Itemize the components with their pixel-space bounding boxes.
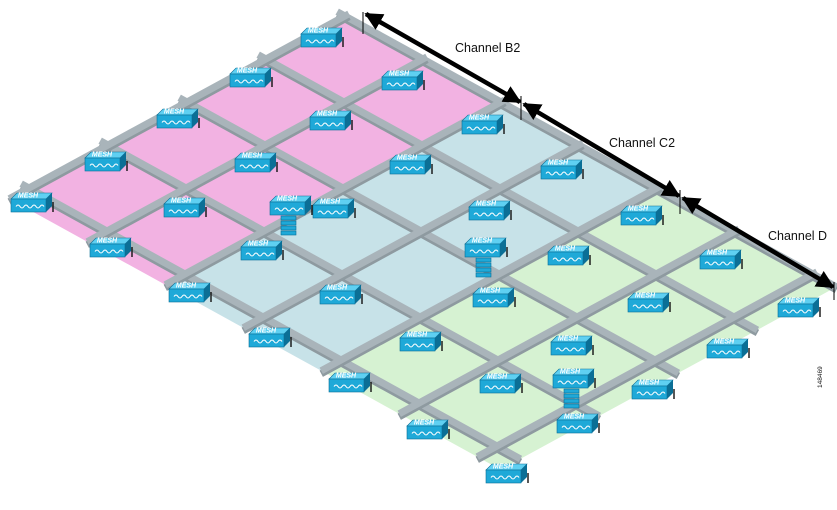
svg-text:MESH: MESH [327, 285, 348, 292]
mesh-ap-17: MESH [163, 198, 207, 218]
svg-text:MESH: MESH [639, 380, 660, 387]
mesh-ap-30: MESH [406, 420, 450, 440]
svg-text:MESH: MESH [714, 339, 735, 346]
figure-id: 148469 [817, 366, 824, 388]
mesh-ap-11: MESH [468, 201, 512, 221]
channel-d-label: Channel D [768, 229, 827, 243]
mesh-ap-13: MESH [627, 293, 671, 313]
mesh-ap-26: MESH [89, 238, 133, 258]
mesh-ap-21: MESH [319, 285, 363, 305]
svg-text:MESH: MESH [555, 246, 576, 253]
channel-arrows [362, 12, 835, 300]
svg-text:MESH: MESH [277, 196, 298, 203]
svg-text:MESH: MESH [248, 241, 269, 248]
mesh-ap-19: MESH [240, 241, 284, 261]
channel-b2-label: Channel B2 [455, 41, 520, 55]
mesh-ap-1: MESH [300, 28, 344, 48]
mesh-ap-31: MESH [485, 464, 529, 484]
svg-text:MESH: MESH [336, 373, 357, 380]
mesh-ap-6: MESH [699, 250, 743, 270]
svg-text:MESH: MESH [564, 414, 585, 421]
svg-text:MESH: MESH [320, 199, 341, 206]
mesh-ap-28: MESH [248, 328, 292, 348]
mesh-ap-18: MESH [312, 199, 356, 219]
mesh-ap-3: MESH [461, 115, 505, 135]
mesh-ap-33: MESH [550, 336, 594, 356]
mesh-ap-14: MESH [706, 339, 750, 359]
mesh-ap-20: MESH [399, 332, 443, 352]
svg-text:MESH: MESH [560, 369, 581, 376]
svg-text:MESH: MESH [635, 293, 656, 300]
svg-text:MESH: MESH [558, 336, 579, 343]
svg-text:MESH: MESH [397, 155, 418, 162]
channel-c2-arrow [522, 102, 681, 198]
svg-text:MESH: MESH [480, 288, 501, 295]
mesh-ap-23: MESH [556, 414, 600, 434]
svg-text:MESH: MESH [389, 71, 410, 78]
svg-text:MESH: MESH [171, 198, 192, 205]
mesh-ap-22: MESH [479, 374, 523, 394]
mesh-ap-9: MESH [309, 111, 353, 131]
svg-text:MESH: MESH [92, 152, 113, 159]
mesh-ap-7: MESH [777, 298, 821, 318]
svg-text:MESH: MESH [242, 153, 263, 160]
mesh-ap-29: MESH [328, 373, 372, 393]
svg-text:MESH: MESH [256, 328, 277, 335]
mesh-ap-12: MESH [547, 246, 591, 266]
svg-text:MESH: MESH [487, 374, 508, 381]
mesh-ap-5: MESH [620, 206, 664, 226]
svg-text:MESH: MESH [164, 109, 185, 116]
mesh-ap-8: MESH [229, 68, 273, 88]
mesh-ap-4: MESH [540, 160, 584, 180]
svg-text:MESH: MESH [472, 238, 493, 245]
svg-text:MESH: MESH [317, 111, 338, 118]
mesh-ap-15: MESH [156, 109, 200, 129]
grid-line-col-6 [475, 268, 819, 460]
svg-text:MESH: MESH [97, 238, 118, 245]
svg-text:MESH: MESH [476, 201, 497, 208]
svg-text:MESH: MESH [407, 332, 428, 339]
grid-line-col-2 [163, 96, 507, 288]
mesh-ap-24: MESH [84, 152, 128, 172]
mesh-ap-32: MESH [472, 288, 516, 308]
svg-text:MESH: MESH [308, 28, 329, 35]
channel-b2-arrow [364, 12, 522, 104]
mesh-access-points: MESH MESH MESH MESH MESH MESH MESH MESH MESH MESH… [10, 28, 821, 484]
grid-line-col-0 [7, 10, 351, 202]
svg-text:MESH: MESH [469, 115, 490, 122]
mesh-ap-10: MESH [389, 155, 433, 175]
svg-text:MESH: MESH [18, 193, 39, 200]
svg-text:MESH: MESH [176, 283, 197, 290]
channel-d-arrow [681, 196, 835, 289]
mesh-ap-27: MESH [168, 283, 212, 303]
svg-text:MESH: MESH [707, 250, 728, 257]
channel-c2-label: Channel C2 [609, 136, 675, 150]
mesh-ap-2: MESH [381, 71, 425, 91]
grid-line-col-4 [319, 182, 663, 374]
svg-text:MESH: MESH [237, 68, 258, 75]
root-ap-2: MESH [464, 238, 508, 278]
mesh-ap-25: MESH [10, 193, 54, 213]
root-ap-1: MESH [269, 196, 313, 236]
mesh-ap-16: MESH [234, 153, 278, 173]
mesh-ap-34: MESH [631, 380, 675, 400]
svg-text:MESH: MESH [628, 206, 649, 213]
svg-text:MESH: MESH [548, 160, 569, 167]
svg-text:MESH: MESH [785, 298, 806, 305]
root-ap-3: MESH [552, 369, 596, 409]
svg-text:MESH: MESH [493, 464, 514, 471]
svg-text:MESH: MESH [414, 420, 435, 427]
